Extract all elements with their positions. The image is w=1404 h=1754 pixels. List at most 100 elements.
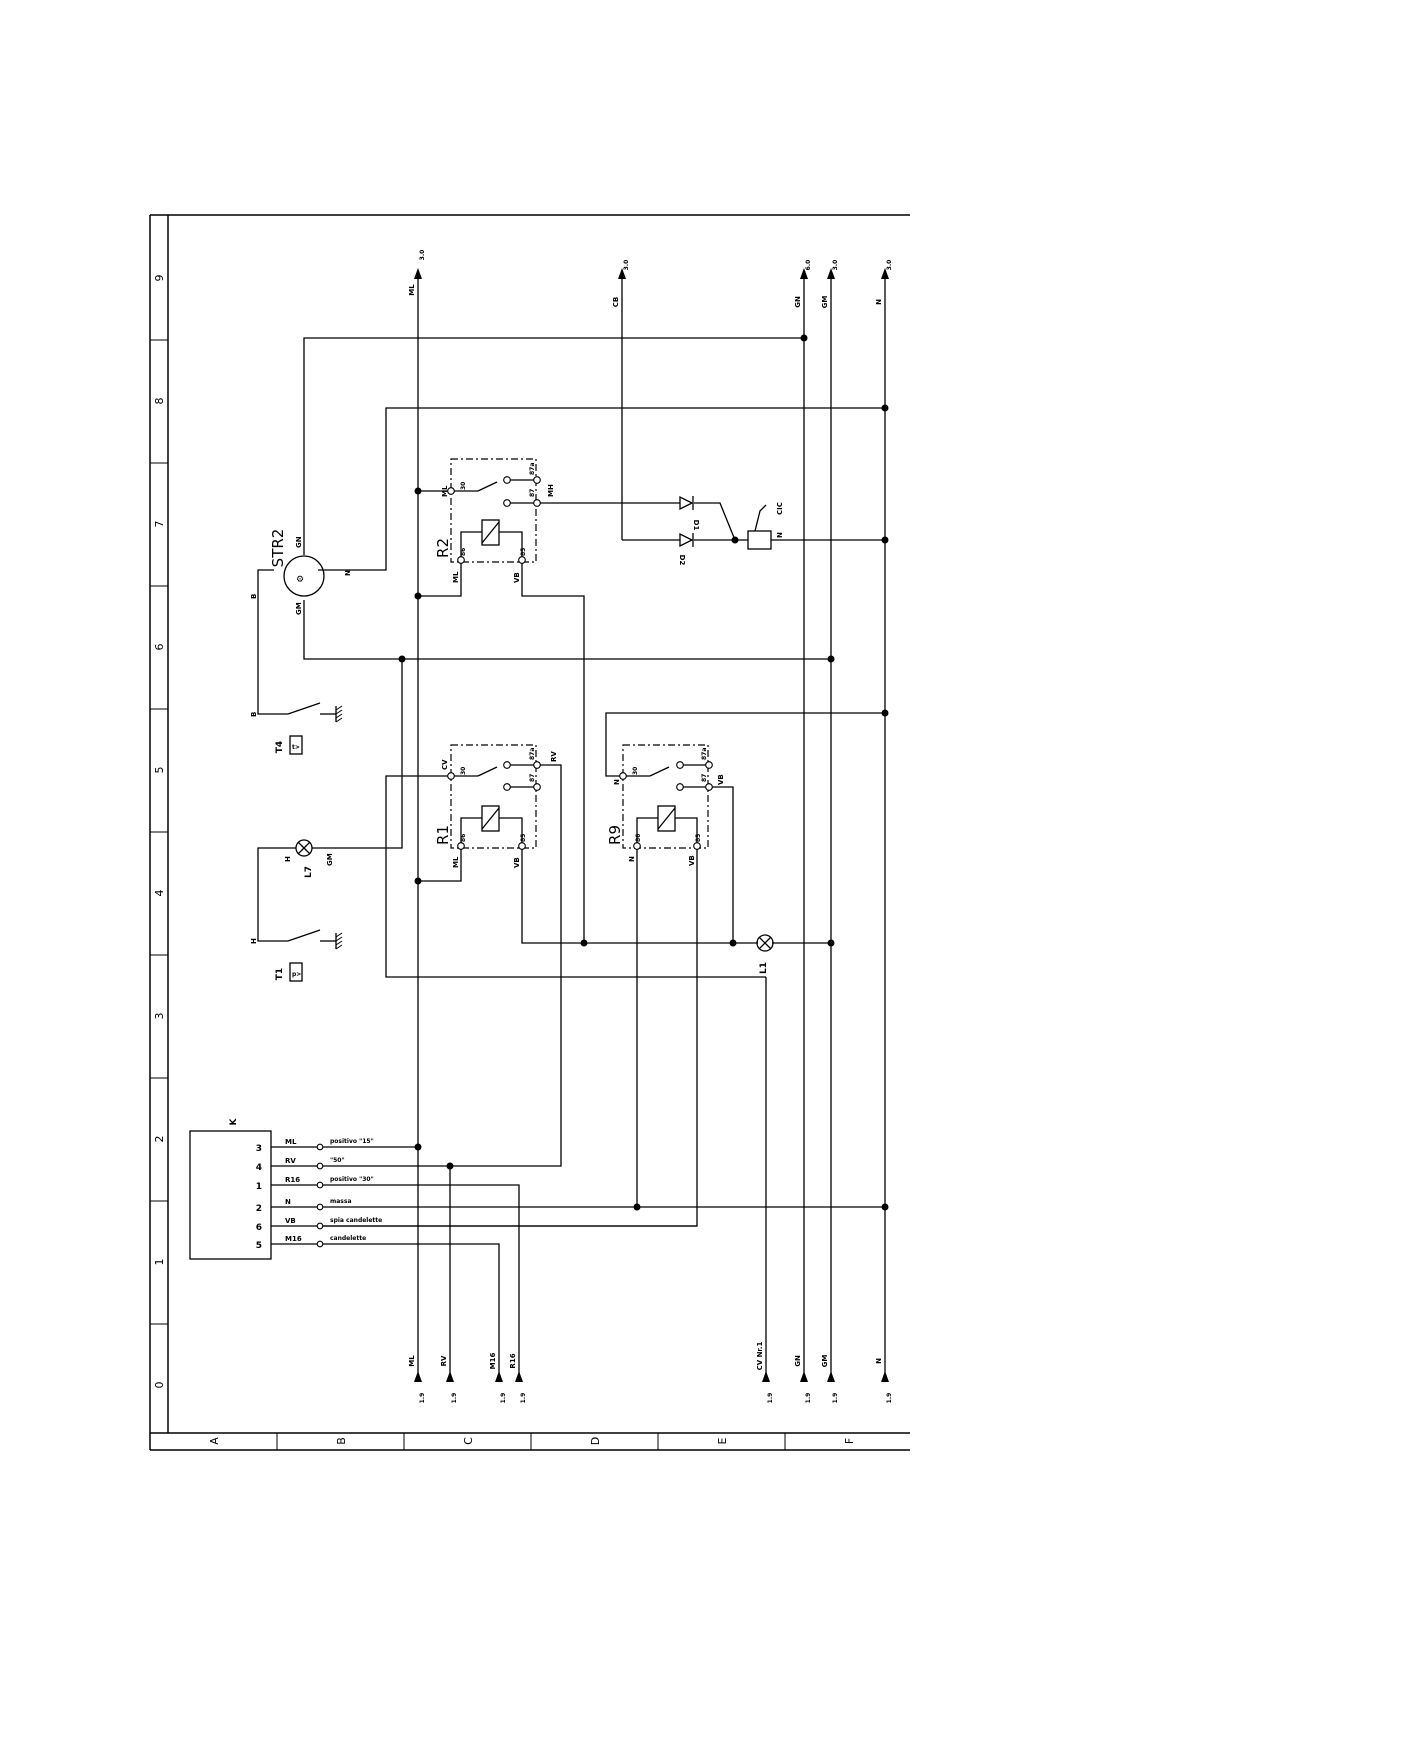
- col-label-f: F: [843, 1438, 856, 1444]
- top-ref-cb: 3.0: [623, 260, 630, 271]
- str2-label: STR2: [269, 529, 287, 568]
- k-pin-2: 2: [256, 1204, 262, 1214]
- top-label-gm: GM: [821, 296, 829, 309]
- bottom-label-gn: GN: [794, 1355, 802, 1367]
- str2-component: ⚙ STR2 GN GM N B: [250, 529, 352, 615]
- k-desc-3: positivo "15": [330, 1138, 374, 1145]
- bottom-label-rv: RV: [440, 1355, 448, 1366]
- col-label-b: B: [335, 1437, 348, 1445]
- row-label-4: 4: [153, 890, 166, 897]
- k-desc-6: spia candelette: [330, 1217, 382, 1224]
- k-wire-3: ML: [285, 1138, 297, 1146]
- bottom-label-m16: M16: [489, 1353, 497, 1370]
- bottom-label-r16: R16: [509, 1353, 517, 1368]
- r1-wire-85: VB: [513, 857, 521, 868]
- r1-pin-30: 30: [460, 767, 467, 775]
- arrow-bottom-rv: [446, 1371, 454, 1382]
- cic-label: CIC: [776, 502, 784, 515]
- relay-r1: R1 30 87a 87 86 85 CV RV ML VB: [434, 744, 558, 868]
- k-wire-1: R16: [285, 1176, 300, 1184]
- t4-wire-label: B: [250, 712, 258, 717]
- connector-k-label: K: [229, 1117, 239, 1125]
- r2-label: R2: [434, 538, 452, 558]
- top-ref-gm: 3.0: [832, 260, 839, 271]
- bottom-ref-gm: 1.9: [832, 1393, 839, 1404]
- r1-pin-87: 87: [529, 774, 536, 782]
- row-label-0: 0: [153, 1382, 166, 1389]
- col-label-a: A: [208, 1437, 221, 1445]
- bottom-ref-n: 1.9: [886, 1393, 893, 1404]
- diode-d1: D1: [679, 495, 700, 530]
- r2-pin-87a: 87a: [529, 463, 536, 475]
- col-label-e: E: [716, 1437, 729, 1444]
- r1-wire-30: CV: [441, 759, 449, 770]
- relay-r9: R9 30 87a 87 86 85 N VB N VB: [606, 744, 725, 866]
- k-desc-1: positivo "30": [330, 1176, 374, 1183]
- col-label-d: D: [589, 1437, 602, 1445]
- l7-h-label: H: [284, 856, 292, 862]
- arrow-bottom-ml: [414, 1371, 422, 1382]
- junction-dots: [398, 334, 889, 1211]
- k-desc-4: "50": [330, 1157, 345, 1164]
- vertical-buses: [417, 278, 886, 1382]
- str2-gm-label: GM: [295, 602, 303, 615]
- horizontal-wiring: [257, 337, 885, 1227]
- bottom-label-cv: CV Nr.1: [756, 1341, 764, 1370]
- top-ref-n: 3.0: [886, 260, 893, 271]
- top-arrows: [414, 268, 889, 279]
- bottom-ref-cv: 1.9: [767, 1393, 774, 1404]
- top-ref-ml: 3.0: [419, 250, 426, 261]
- bottom-label-ml: ML: [408, 1355, 416, 1367]
- str2-gn-label: GN: [295, 536, 303, 548]
- k-pin-4: 4: [256, 1163, 262, 1173]
- t1-switch: p> T1 H: [250, 932, 343, 982]
- k-pin-5: 5: [256, 1241, 262, 1251]
- r9-pin-87a: 87a: [701, 748, 708, 760]
- r9-pin-30: 30: [632, 767, 639, 775]
- t4-label: T4: [275, 741, 285, 753]
- r1-pin-87a: 87a: [529, 748, 536, 760]
- r2-wire-86: ML: [452, 571, 460, 583]
- cic-n-label: N: [776, 532, 784, 538]
- r9-pin-87: 87: [701, 774, 708, 782]
- bottom-arrow-labels: ML 1.9 RV 1.9 M16 1.9 R16 1.9 CV Nr.1 1.…: [408, 1341, 893, 1403]
- k-pin-6: 6: [256, 1223, 262, 1233]
- row-label-3: 3: [153, 1013, 166, 1020]
- str2-n-label: N: [344, 570, 352, 576]
- svg-text:p>: p>: [292, 971, 301, 978]
- r1-wire-87a: RV: [550, 751, 558, 762]
- arrow-bottom-n: [881, 1371, 889, 1382]
- t1-wire-label: H: [250, 938, 258, 944]
- r9-label: R9: [606, 825, 624, 845]
- arrow-up-gn: [800, 268, 808, 279]
- row-label-8: 8: [153, 398, 166, 405]
- drawing-frame: [149, 214, 910, 1451]
- arrow-up-gm: [827, 268, 835, 279]
- l7-lamp: L7 H GM: [284, 839, 334, 878]
- r2-wire-30: ML: [441, 485, 449, 497]
- bottom-ref-r16: 1.9: [520, 1393, 527, 1404]
- r9-wire-87: VB: [717, 774, 725, 785]
- l1-lamp: L1: [756, 934, 774, 974]
- l7-gm-label: GM: [326, 853, 334, 866]
- column-labels: A B C D E F: [208, 1437, 856, 1445]
- r1-pin-85: 85: [520, 834, 527, 842]
- r9-wire-30: N: [613, 779, 621, 785]
- row-labels: 9 8 7 6 5 4 3 2 1 0: [153, 275, 166, 1389]
- top-ref-gn: 6.0: [805, 260, 812, 271]
- row-label-5: 5: [153, 767, 166, 774]
- r9-pin-86: 86: [635, 834, 642, 842]
- l7-label: L7: [304, 866, 314, 878]
- row-label-1: 1: [153, 1259, 166, 1266]
- r2-wire-85: VB: [513, 572, 521, 583]
- l1-label: L1: [759, 962, 769, 974]
- relay-r2: R2 30 87a 87 86 85 ML MH ML VB: [434, 458, 555, 583]
- top-arrow-labels: ML 3.0 CB 3.0 GN 6.0 GM 3.0 N 3.0: [408, 250, 893, 309]
- str2-b-label: B: [250, 594, 258, 599]
- bottom-ref-ml: 1.9: [419, 1393, 426, 1404]
- col-label-c: C: [462, 1437, 475, 1445]
- arrow-up-n: [881, 268, 889, 279]
- k-desc-2: massa: [330, 1198, 352, 1205]
- top-label-gn: GN: [794, 296, 802, 308]
